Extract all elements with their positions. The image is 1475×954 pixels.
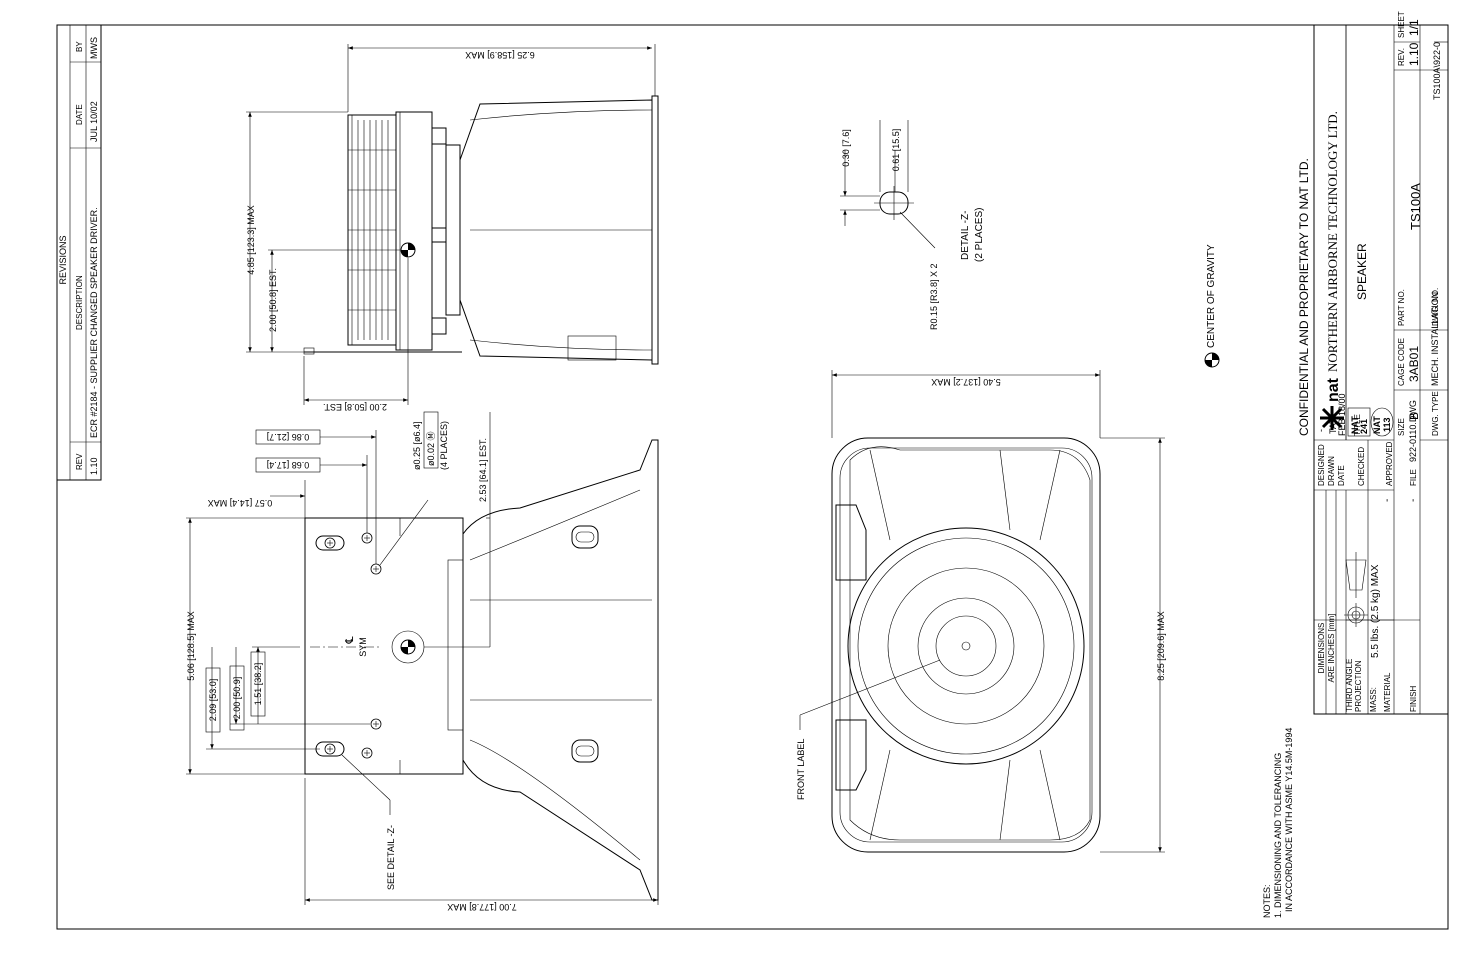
top-height-dim: 5.06 [128.5] MAX [186,611,196,681]
revisions-by-header: BY [75,41,84,52]
side-height-dim: 4.85 [123.3] MAX [246,205,256,275]
cg-legend: CENTER OF GRAVITY [1204,244,1220,368]
nat-logo-text: nat [1325,377,1342,402]
revision-row-date: JUL 10/02 [89,101,99,142]
detail-title: DETAIL -Z- [960,211,971,260]
revisions-title: REVISIONS [58,235,68,284]
company-name: NORTHERN AIRBORNE TECHNOLOGY LTD. [1325,111,1340,372]
revisions-date-header: DATE [75,104,84,125]
dim-200: 2.00 [50.9] [232,677,242,720]
hole-callout-places: (4 PLACES) [439,421,449,470]
size-value: B [1407,412,1421,420]
dimensions-label: DIMENSIONS [1317,623,1326,674]
checked-label: CHECKED [1357,447,1366,486]
checked-stamp-line-2: 241 [1359,419,1369,434]
revisions-rev-header: REV [75,453,84,470]
projection-line-2: PROJECTION [1354,660,1363,712]
mass-label: MASS: [1369,687,1378,712]
checked-stamp: NAT 241 [1347,407,1371,437]
nat-logo [1320,406,1344,430]
part-no-value: TS100A [1408,183,1423,230]
detail-dim-061: 0.61 [15.5] [891,129,901,172]
side-cg-vertical-dim: 2.00 [50.8] EST. [268,268,278,332]
rev-label: REV. [1397,48,1406,66]
notes-line-1: 1. DIMENSIONING AND TOLERANCING [1273,753,1283,918]
revisions-description-header: DESCRIPTION [75,275,84,330]
third-angle-projection-symbol [1344,552,1368,627]
front-label: FRONT LABEL [796,739,806,800]
date-label: DATE [1337,465,1346,486]
title-label: TITLE [1353,414,1362,436]
approved-label: APPROVED [1385,441,1394,486]
title-value: SPEAKER [1355,243,1369,300]
side-view: 6.25 [158.9] MAX 4.85 [123.3] MAX 2.00 [… [246,44,659,412]
finish-label: FINISH [1409,686,1418,712]
dwg-no-label: DWG. NO. [1431,288,1440,326]
detail-dim-030: 0.30 [7.6] [841,129,851,167]
checked-stamp-line-1: NAT [1350,416,1360,434]
material-label: MATERIAL [1383,672,1392,712]
sheet-value: 1/1 [1407,19,1421,36]
part-no-label: PART NO. [1397,289,1406,326]
front-view: 5.40 [137.2] MAX 8.25 [209.6] MAX FRONT … [796,370,1166,853]
revision-row-rev: 1.10 [89,457,99,475]
front-height-dim: 8.25 [209.6] MAX [1156,611,1166,681]
material-value: - [1382,499,1393,502]
size-label: SIZE [1397,418,1406,436]
file-value: 922-0110.DWG [1408,400,1418,462]
dim-057: 0.57 [14.4] MAX [208,498,273,508]
confidential-notice: CONFIDENTIAL AND PROPRIETARY TO NAT LTD. [1297,158,1311,436]
revision-row-description: ECR #2184 - SUPPLIER CHANGED SPEAKER DRI… [89,207,99,438]
dim-253: 2.53 [64.1] EST. [478,438,488,502]
designed-value: - [1316,429,1326,432]
dwg-no-value: TS100A\922-0 [1432,42,1442,100]
cg-legend-text: CENTER OF GRAVITY [1206,244,1217,348]
approved-stamp-line-2: 113 [1382,417,1392,432]
revision-row-by: MWS [89,37,99,59]
side-cg-horizontal-dim: 2.00 [50.8] EST. [323,402,387,412]
revisions-block: REVISIONS REV DESCRIPTION DATE BY 1.10 E… [56,24,102,481]
top-view: ℄ SYM 7.00 [177.8] MAX 5.06 [128.5] MAX … [186,411,659,912]
front-width-dim: 5.40 [137.2] MAX [931,377,1001,387]
date-value: FEB 18/00 [1337,393,1347,436]
dim-209: 2.09 [53.0] [208,679,218,722]
finish-value: - [1408,499,1419,502]
drawn-label: DRAWN [1327,456,1336,486]
projection-line-1: THIRD ANGLE [1345,659,1354,712]
dwg-type-value: MECH. INSTALLATION [1430,292,1440,386]
sym-centerline-mark: ℄ [344,636,356,644]
see-detail-label: SEE DETAIL -Z- [386,825,396,890]
top-width-dim: 7.00 [177.8] MAX [447,902,517,912]
dim-086: 0.86 [21.7] [267,432,310,442]
file-label: FILE [1409,469,1418,486]
detail-sub: (2 PLACES) [974,208,985,262]
sheet-border [56,24,1449,930]
hole-callout-diameter: ø0.25 [ø6.4] [412,421,422,470]
detail-z: 0.30 [7.6] 0.61 [15.5] R0.15 [R3.8] X 2 … [840,120,985,330]
title-block: CONFIDENTIAL AND PROPRIETARY TO NAT LTD.… [1297,11,1449,715]
designed-label: DESIGNED [1317,444,1326,486]
hole-callout-tolerance: ø0.02 Ⓜ [426,431,436,466]
dim-068: 0.68 [17.4] [267,460,310,470]
dimensions-units: ARE INCHES [mm] [1327,614,1336,683]
mass-value: 5.5 lbs. (2.5 kg) MAX [1370,564,1381,658]
notes: NOTES: 1. DIMENSIONING AND TOLERANCING I… [1262,728,1294,918]
side-width-dim: 6.25 [158.9] MAX [465,50,535,60]
cage-code-value: 3AB01 [1407,346,1421,382]
dwg-type-label: DWG. TYPE [1431,391,1440,436]
cage-code-label: CAGE CODE [1397,338,1406,386]
detail-radius: R0.15 [R3.8] X 2 [929,263,939,330]
approved-stamp-line-1: NAT [1372,416,1382,434]
sym-label: SYM [358,637,368,657]
notes-line-2: IN ACCORDANCE WITH ASME Y14.5M-1994 [1284,728,1294,912]
notes-title: NOTES: [1262,884,1272,918]
sheet-label: SHEET [1397,11,1406,38]
dim-151: 1.51 [38.2] [253,663,263,706]
approved-stamp: NAT 113 [1370,407,1394,437]
rev-value: 1.10 [1407,42,1421,66]
